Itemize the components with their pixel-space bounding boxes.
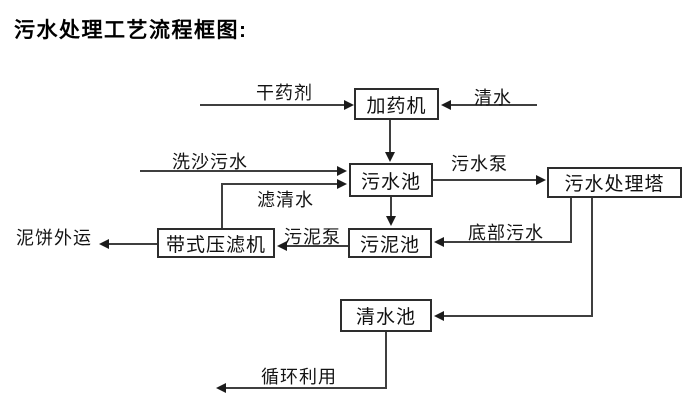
- edge-sand-wash-arrowhead: [337, 166, 347, 176]
- edge-tower-to-clean-hline: [444, 315, 593, 317]
- edge-dry-agent-arrowhead: [344, 100, 354, 110]
- edge-clean-water-arrowhead: [441, 100, 451, 110]
- edge-dosing-to-sewage-arrowhead: [385, 152, 395, 162]
- node-treatment-tower: 污水处理塔: [547, 167, 682, 198]
- edge-label-dry-agent: 干药剂: [256, 83, 313, 103]
- edge-label-clean-water: 清水: [474, 88, 512, 108]
- edge-label-sludge-pump: 污泥泵: [284, 227, 341, 247]
- node-clean-water-pool: 清水池: [340, 299, 432, 332]
- edge-dry-agent-line: [200, 104, 345, 106]
- edge-bottom-sewage-vline: [570, 198, 572, 243]
- edge-sewage-to-sludge-line: [390, 197, 392, 217]
- edge-mud-cake-arrowhead: [99, 239, 109, 249]
- edge-filtered-water-arrowhead: [337, 179, 347, 189]
- edge-bottom-sewage-arrowhead: [434, 237, 444, 247]
- edge-filtered-water-hline: [222, 183, 338, 185]
- edge-dosing-to-sewage-line: [389, 120, 391, 153]
- node-sewage-pool: 污水池: [349, 163, 433, 197]
- edge-tower-to-clean-arrowhead: [434, 311, 444, 321]
- edge-bottom-sewage-hline: [444, 241, 572, 243]
- edge-label-sand-wash: 洗沙污水: [172, 152, 248, 172]
- edge-sewage-pump-arrowhead: [536, 175, 546, 185]
- edge-recycle-vline: [385, 332, 387, 389]
- edge-label-sewage-pump: 污水泵: [451, 154, 508, 174]
- edge-sludge-pump-line: [287, 245, 348, 247]
- edge-sewage-pump-line: [433, 179, 537, 181]
- edge-label-mud-cake-out: 泥饼外运: [16, 228, 92, 248]
- edge-recycle-hline: [226, 387, 387, 389]
- edge-recycle-arrowhead: [216, 383, 226, 393]
- edge-mud-cake-line: [109, 243, 157, 245]
- edge-sand-wash-line: [140, 170, 338, 172]
- edge-clean-water-line: [451, 104, 537, 106]
- node-dosing-machine: 加药机: [354, 88, 439, 120]
- edge-tower-to-clean-vline: [591, 198, 593, 317]
- edge-label-bottom-sewage: 底部污水: [468, 223, 544, 243]
- edge-sludge-pump-arrowhead: [277, 241, 287, 251]
- edge-label-recycle-use: 循环利用: [261, 367, 337, 387]
- edge-filtered-water-vline: [221, 183, 223, 228]
- edge-label-filtered-water: 滤清水: [257, 190, 314, 210]
- node-belt-filter-press: 带式压滤机: [157, 228, 275, 258]
- diagram-title: 污水处理工艺流程框图:: [14, 19, 248, 42]
- node-sludge-pool: 污泥池: [348, 228, 432, 258]
- edge-sewage-to-sludge-arrowhead: [386, 216, 396, 226]
